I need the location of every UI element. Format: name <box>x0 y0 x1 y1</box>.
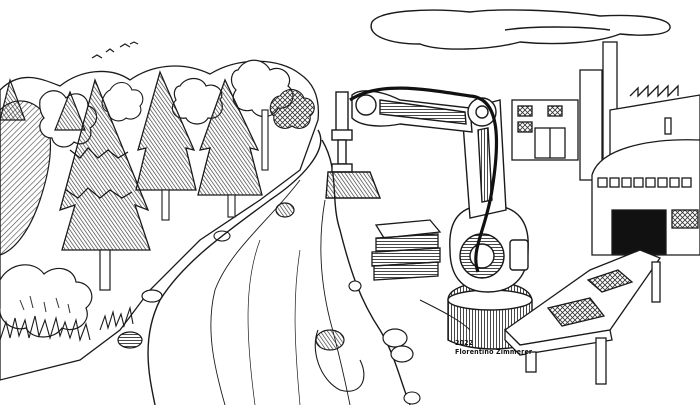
ground-line <box>419 299 471 331</box>
robot-arm <box>325 86 533 350</box>
artist-signature-name: Florentino Zimmerer <box>455 348 533 356</box>
cloud <box>370 9 671 50</box>
factory <box>511 41 700 256</box>
river <box>147 129 411 405</box>
plank-stack <box>371 219 442 281</box>
river-stones <box>314 280 421 405</box>
birds <box>91 41 139 59</box>
forest <box>0 59 320 381</box>
artist-signature-year: 2022 <box>455 339 474 347</box>
conveyor-belt <box>503 249 661 385</box>
